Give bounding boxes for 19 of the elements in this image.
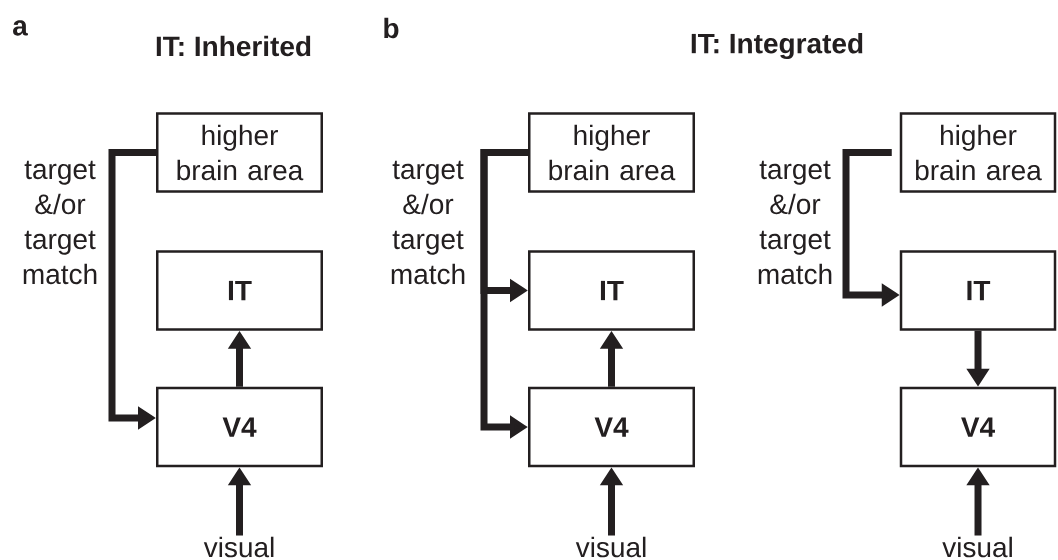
input-label: visual	[203, 536, 274, 558]
panel-title: IT: Inherited	[156, 35, 311, 57]
panel-title: IT: Integrated	[691, 32, 863, 60]
input-label: visual	[942, 536, 1012, 558]
edge-label: target &/or target match	[758, 160, 832, 285]
process-box: IT	[156, 250, 323, 331]
process-box: V4	[156, 386, 323, 468]
process-box: higher brain area	[899, 112, 1057, 193]
process-box: V4	[899, 386, 1057, 468]
process-box: higher brain area	[528, 112, 695, 193]
process-box: IT	[899, 250, 1057, 331]
process-box: V4	[528, 386, 695, 468]
panel-letter: b	[384, 17, 399, 39]
edge-label: target &/or target match	[23, 160, 97, 285]
process-box: higher brain area	[156, 112, 323, 193]
process-box: IT	[528, 250, 695, 331]
input-label: visual	[575, 536, 646, 558]
panel-letter: a	[13, 20, 28, 36]
edge-label: target &/or target match	[391, 160, 465, 285]
